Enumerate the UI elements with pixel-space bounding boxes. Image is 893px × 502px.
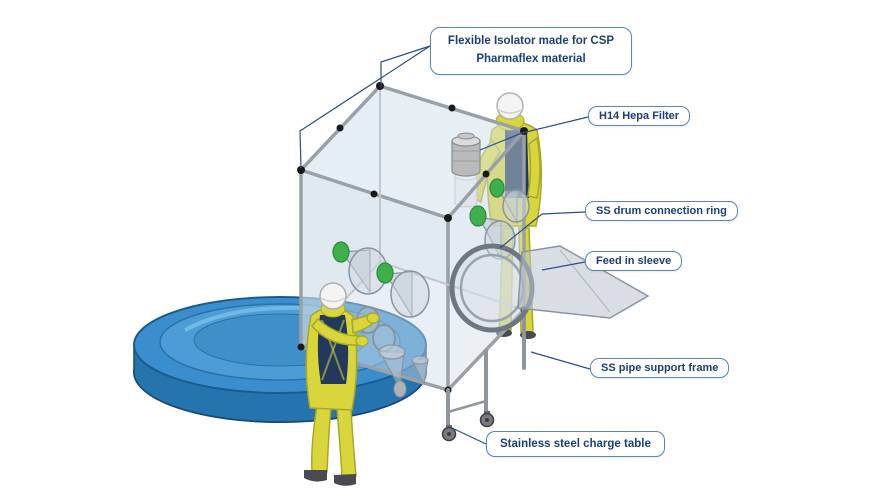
worker-front [304, 282, 380, 486]
glove-cones-inner [469, 178, 530, 260]
callout-hepa-filter: H14 Hepa Filter [588, 106, 691, 126]
glove-green [469, 205, 487, 227]
casters [441, 411, 495, 442]
glove-green [376, 262, 394, 284]
callout-feed-in-sleeve: Feed in sleeve [585, 251, 683, 271]
glove-green [332, 241, 350, 263]
callout-flexible-isolator-line2: Pharmaflex material [476, 52, 586, 65]
worker-front-boot [304, 470, 327, 482]
leader-lines [299, 45, 591, 445]
discharge-sleeves [378, 344, 429, 398]
callout-flexible-isolator-line1: Flexible Isolator made for CSP [447, 35, 615, 47]
hepa-filter [451, 132, 481, 177]
callout-pipe-support-frame: SS pipe support frame [590, 358, 730, 378]
table-legs [446, 308, 526, 429]
worker-front-boot [334, 474, 356, 486]
glove-green [489, 178, 505, 198]
worker-back-helmet [496, 92, 524, 120]
worker-front-helmet [319, 282, 347, 310]
glove-cones-front [332, 241, 430, 352]
callout-charge-table: Stainless steel charge table [486, 431, 665, 457]
feed-in-sleeve [517, 245, 650, 319]
callout-drum-connection-ring: SS drum connection ring [585, 201, 738, 221]
callout-flexible-isolator: Flexible Isolator made for CSP Pharmafle… [430, 27, 632, 75]
